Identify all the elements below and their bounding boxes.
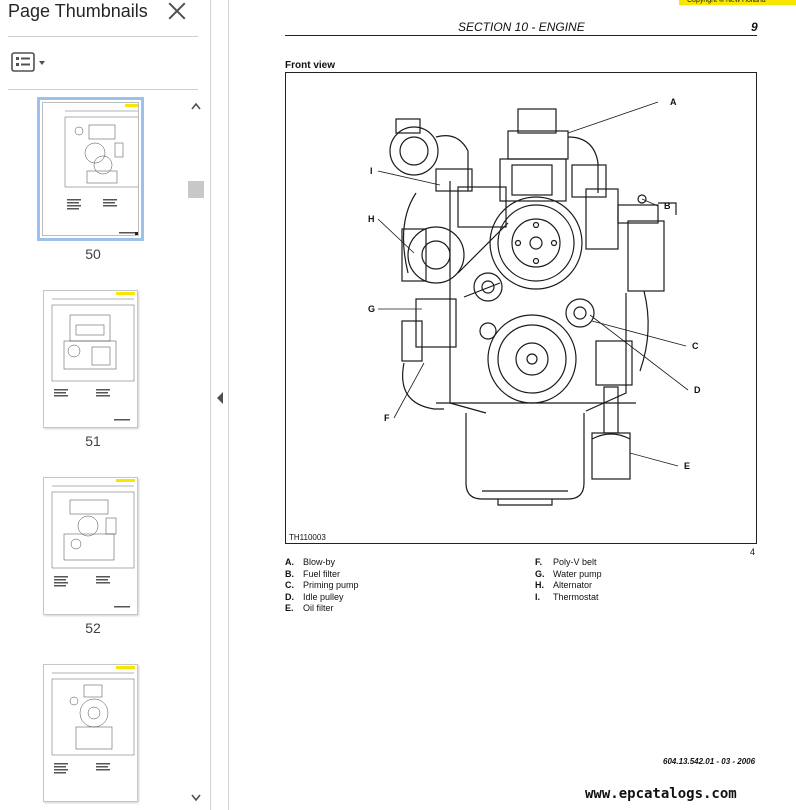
close-icon[interactable] <box>166 0 188 22</box>
legend-text: Alternator <box>553 580 593 591</box>
legend-left: A. Blow-by B. Fuel filter C. Priming pump D… <box>285 557 359 615</box>
header-rule <box>285 35 757 36</box>
thumbnail-label: 52 <box>85 620 101 636</box>
legend-text: Oil filter <box>303 603 334 614</box>
legend-item: B. Fuel filter <box>285 569 359 581</box>
thumbnail-label: 51 <box>85 433 101 449</box>
legend-key: F. <box>535 557 543 567</box>
callout-a: A <box>670 97 677 107</box>
page-number: 9 <box>751 20 758 34</box>
thumbnail-preview <box>51 292 135 421</box>
thumbnail-options-icon <box>11 52 45 72</box>
chevron-up-icon[interactable] <box>190 101 202 111</box>
legend-key: A. <box>285 557 294 567</box>
thumbnail-page-52[interactable] <box>43 477 138 615</box>
legend-text: Fuel filter <box>303 568 341 579</box>
copyright-banner: Copyright © New Holland <box>679 0 796 5</box>
callout-f: F <box>384 413 390 423</box>
legend-key: H. <box>535 580 544 591</box>
legend-text: Thermostat <box>553 591 599 602</box>
legend-key: E. <box>285 603 294 614</box>
legend-key: G. <box>535 568 545 579</box>
legend-item: I. Thermostat <box>535 592 602 604</box>
watermark: www.epcatalogs.com <box>585 786 737 802</box>
legend-item: A. Blow-by <box>285 557 359 569</box>
legend-item: F. Poly-V belt <box>535 557 602 569</box>
callout-d: D <box>694 385 701 395</box>
legend-item: G. Water pump <box>535 569 602 581</box>
thumbnail-preview <box>64 104 138 235</box>
legend-text: Priming pump <box>303 580 359 591</box>
thumbnails-panel: Page Thumbnails <box>0 0 211 810</box>
figure-number: 4 <box>750 547 756 557</box>
thumbnail-list: 50 <box>0 91 186 810</box>
thumbnail-preview <box>51 666 135 774</box>
document-page: Copyright © New Holland SECTION 10 - ENG… <box>229 0 796 810</box>
caret-down-icon <box>39 61 45 65</box>
callout-h: H <box>368 214 375 224</box>
legend-item: H. Alternator <box>535 580 602 592</box>
thumbnail-page-51[interactable] <box>43 290 138 428</box>
scrollbar-thumb[interactable] <box>188 181 204 198</box>
callout-c: C <box>692 341 699 351</box>
engine-drawing: A B C D E F G H I <box>368 97 701 506</box>
thumbnail-page-50[interactable] <box>37 97 144 241</box>
legend-text: Blow-by <box>303 557 336 567</box>
thumbnail-label: 50 <box>85 246 101 262</box>
document-code: 604.13.542.01 - 03 - 2006 <box>663 757 756 766</box>
panel-divider <box>8 89 198 90</box>
callout-e: E <box>684 461 690 471</box>
thumbnail-preview <box>51 479 135 608</box>
thumbnail-scrollbar[interactable] <box>186 93 206 810</box>
chevron-down-icon[interactable] <box>190 793 202 803</box>
panel-title: Page Thumbnails <box>8 1 148 21</box>
legend-text: Idle pulley <box>303 591 344 602</box>
legend-item: C. Priming pump <box>285 580 359 592</box>
legend-key: D. <box>285 591 294 602</box>
legend-item: E. Oil filter <box>285 603 359 615</box>
legend-key: I. <box>535 591 541 602</box>
panel-divider <box>8 36 198 37</box>
legend-text: Water pump <box>553 568 602 579</box>
thumbnail-page-53[interactable] <box>43 664 138 802</box>
legend-right: F.Poly-V belt G.Water pump H.Alternator … <box>535 557 602 603</box>
figure-code: TH110003 <box>289 533 326 542</box>
section-title: SECTION 10 - ENGINE <box>458 20 585 34</box>
panel-splitter[interactable] <box>228 0 229 810</box>
callout-b: B <box>664 201 671 211</box>
legend-key: C. <box>285 580 294 591</box>
figure-caption: Front view <box>285 60 336 71</box>
engine-figure: A B C D E F G H I <box>285 72 757 544</box>
callout-g: G <box>368 304 375 314</box>
callout-i: I <box>370 166 373 176</box>
collapse-left-icon[interactable] <box>212 388 228 408</box>
legend-text: Poly-V belt <box>553 557 597 567</box>
thumbnail-options-button[interactable] <box>10 51 50 75</box>
legend-item: D. Idle pulley <box>285 592 359 604</box>
legend-key: B. <box>285 568 294 579</box>
